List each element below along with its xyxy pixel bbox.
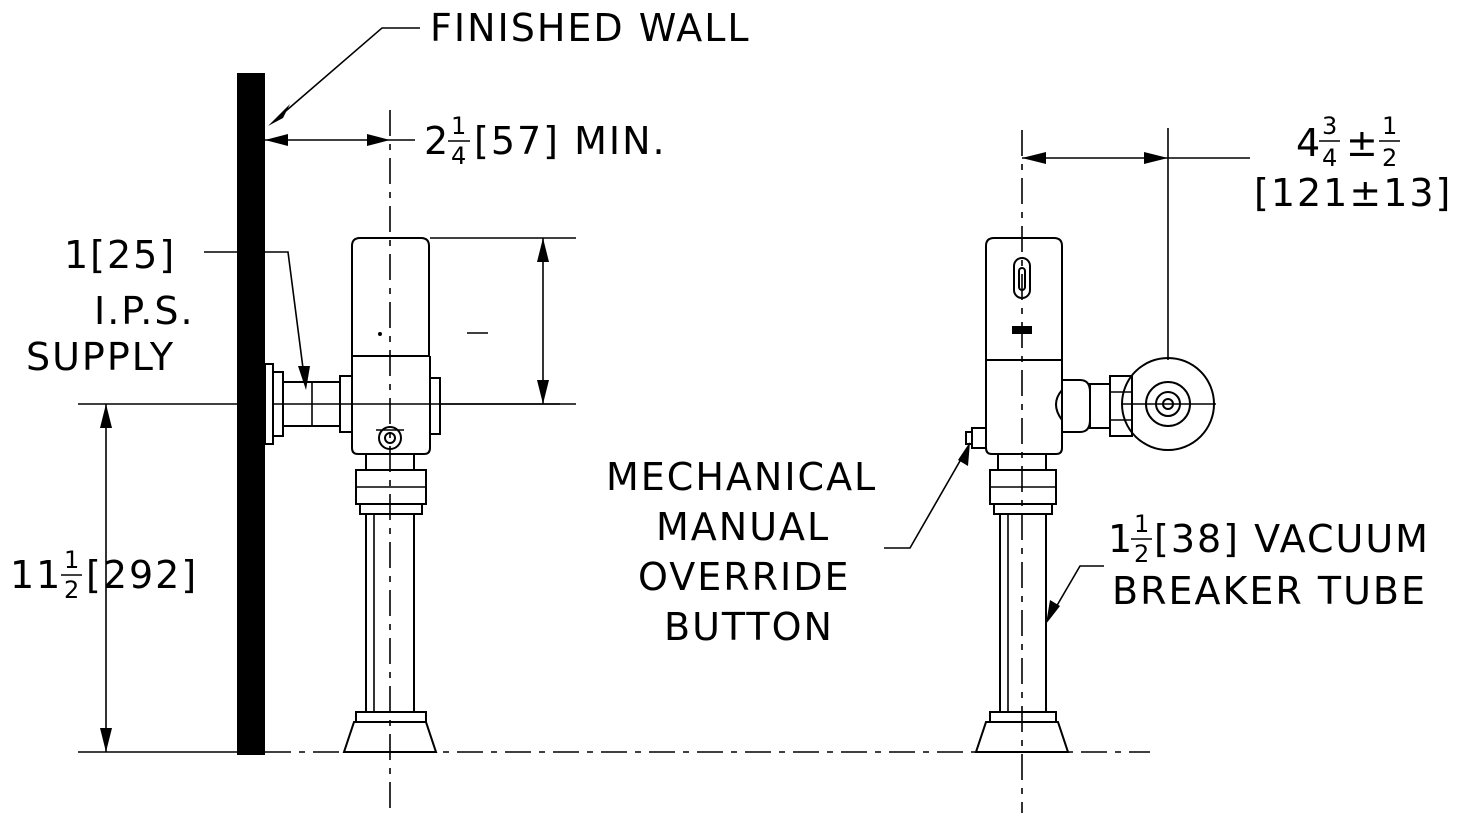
override-line1: MECHANICAL bbox=[606, 455, 877, 499]
dim-offset bbox=[1022, 128, 1250, 360]
dim-floor-den: 2 bbox=[64, 576, 79, 604]
dim-offset-tden: 2 bbox=[1382, 144, 1397, 172]
dim-body-height bbox=[430, 237, 576, 405]
dim-offset-tnum: 1 bbox=[1382, 112, 1397, 140]
dim-offset-whole: 4 bbox=[1296, 121, 1322, 165]
dim-offset-den: 4 bbox=[1322, 144, 1337, 172]
vacuum-whole: 1 bbox=[1108, 517, 1134, 561]
left-flush-valve bbox=[264, 110, 560, 813]
supply-line3: SUPPLY bbox=[26, 335, 175, 379]
finished-wall-label: FINISHED WALL bbox=[430, 6, 751, 50]
dim-offset-line2: [121±13] bbox=[1254, 171, 1452, 215]
vacuum-den: 2 bbox=[1134, 540, 1149, 568]
vacuum-line2: BREAKER TUBE bbox=[1112, 569, 1427, 613]
dim-offset-num: 3 bbox=[1322, 112, 1337, 140]
dim-wall-suffix: [57] MIN. bbox=[474, 119, 667, 163]
override-line4: BUTTON bbox=[664, 605, 834, 649]
right-flush-valve bbox=[965, 130, 1216, 813]
vacuum-leader bbox=[1046, 565, 1104, 624]
vacuum-num: 1 bbox=[1134, 510, 1149, 538]
dim-wall-to-center bbox=[265, 134, 415, 146]
dim-floor-height bbox=[78, 403, 265, 753]
dim-offset-tol: ± bbox=[1346, 121, 1380, 165]
dim-floor-suffix: [292] bbox=[86, 553, 198, 597]
supply-line2: I.P.S. bbox=[94, 289, 195, 333]
dim-floor-whole: 11 bbox=[10, 553, 62, 597]
dim-wall-whole: 2 bbox=[424, 119, 450, 163]
override-line2: MANUAL bbox=[656, 505, 830, 549]
supply-line1: 1[25] bbox=[64, 233, 176, 277]
vacuum-line1-suffix: [38] VACUUM bbox=[1154, 517, 1430, 561]
override-line3: OVERRIDE bbox=[638, 555, 851, 599]
dim-wall-num: 1 bbox=[451, 112, 466, 140]
finished-wall bbox=[237, 73, 265, 755]
dim-wall-den: 4 bbox=[451, 142, 466, 170]
finished-wall-leader bbox=[268, 27, 420, 126]
dim-floor-num: 1 bbox=[64, 546, 79, 574]
override-leader bbox=[884, 442, 970, 549]
supply-leader bbox=[204, 251, 310, 390]
